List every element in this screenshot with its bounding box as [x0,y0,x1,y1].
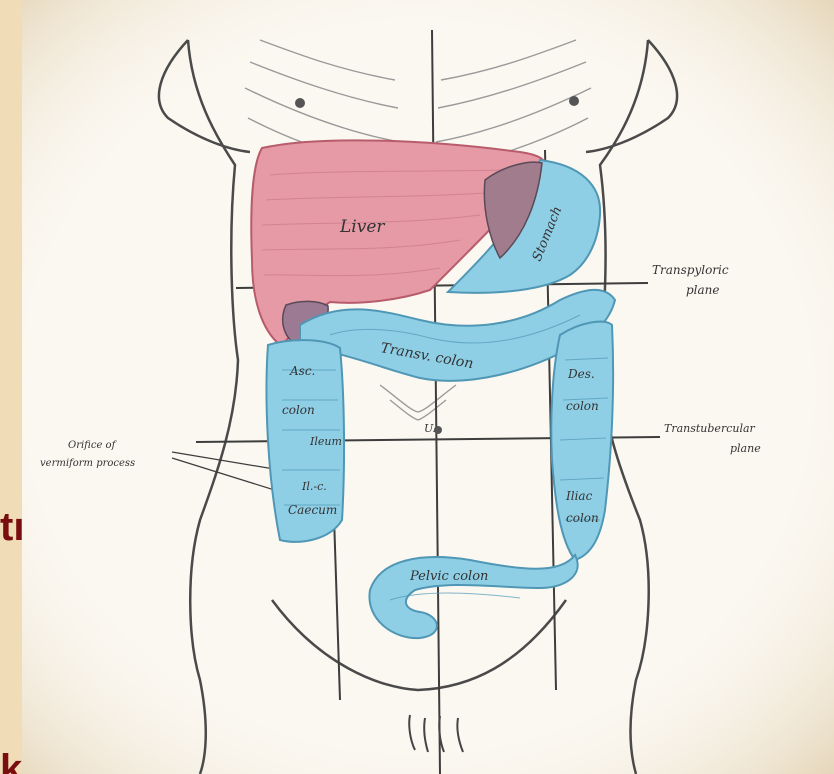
ascending-colon-label-2: colon [282,403,315,417]
caecum-label-2: Caecum [288,503,337,517]
iliac-tubercle-label-1: Orifice of [68,440,118,451]
descending-colon-label-1: Des. [567,367,595,381]
slide-text-fragment-lower: k [0,747,23,774]
liver-label: Liver [339,217,385,237]
pelvic-colon-label: Pelvic colon [409,569,488,584]
iliac-colon-label-1: Iliac [565,489,593,503]
transtubercular-plane-label-2: plane [730,442,761,455]
descending-colon-label-2: colon [566,399,599,413]
transpyloric-plane-label-2: plane [686,283,720,297]
umbilicus-label: U. [424,422,436,435]
slide-background-strip [0,0,22,774]
transtubercular-plane-label-1: Transtubercular [664,422,756,435]
iliac-colon-label-2: colon [566,511,599,525]
slide-text-fragment-upper: tı [0,505,24,549]
caecum-label-1: Il.-c. [301,480,327,493]
ileum-label: Ileum [309,435,342,448]
transpyloric-plane-label-1: Transpyloric [652,263,729,277]
ascending-colon-label-1: Asc. [289,364,315,378]
iliac-tubercle-label-2: vermiform process [40,458,135,469]
